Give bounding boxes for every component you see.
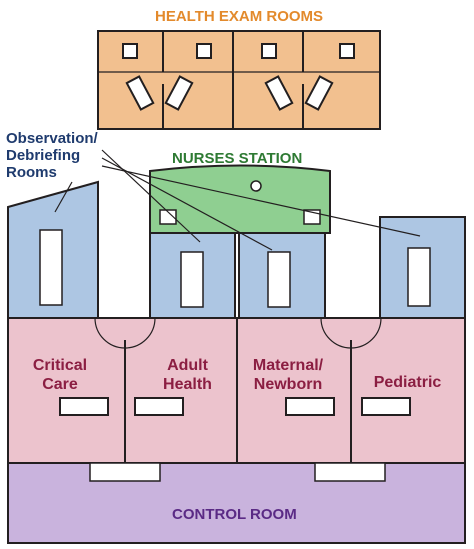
simulation-rooms [7,317,466,464]
maternal-newborn-line-2: Newborn [253,376,323,393]
observation-label-line-1: Observation/ [6,130,98,147]
health-exam-rooms [97,30,381,130]
nurses-station [149,164,331,234]
control-room-label: CONTROL ROOM [172,506,297,523]
callout-lines [54,149,421,251]
observation-rooms [7,180,466,319]
adult-health-line-1: Adult [167,357,208,374]
health-exam-rooms-label: HEALTH EXAM ROOMS [155,8,324,25]
nurses-station-label: NURSES STATION [172,150,303,167]
control-room [7,462,466,544]
pediatric-label: Pediatric [373,374,442,391]
observation-label: Observation/ Debriefing Rooms [6,130,98,181]
observation-label-line-2: Debriefing [6,147,81,164]
adult-health-line-2: Health [163,376,212,393]
maternal-newborn-label: Maternal/ Newborn [243,356,333,394]
critical-care-line-1: Critical [32,357,88,374]
critical-care-line-2: Care [42,376,78,393]
critical-care-label: Critical Care [20,356,100,394]
maternal-newborn-line-1: Maternal/ [252,357,324,374]
adult-health-label: Adult Health [150,356,225,394]
observation-label-line-3: Rooms [6,164,57,181]
